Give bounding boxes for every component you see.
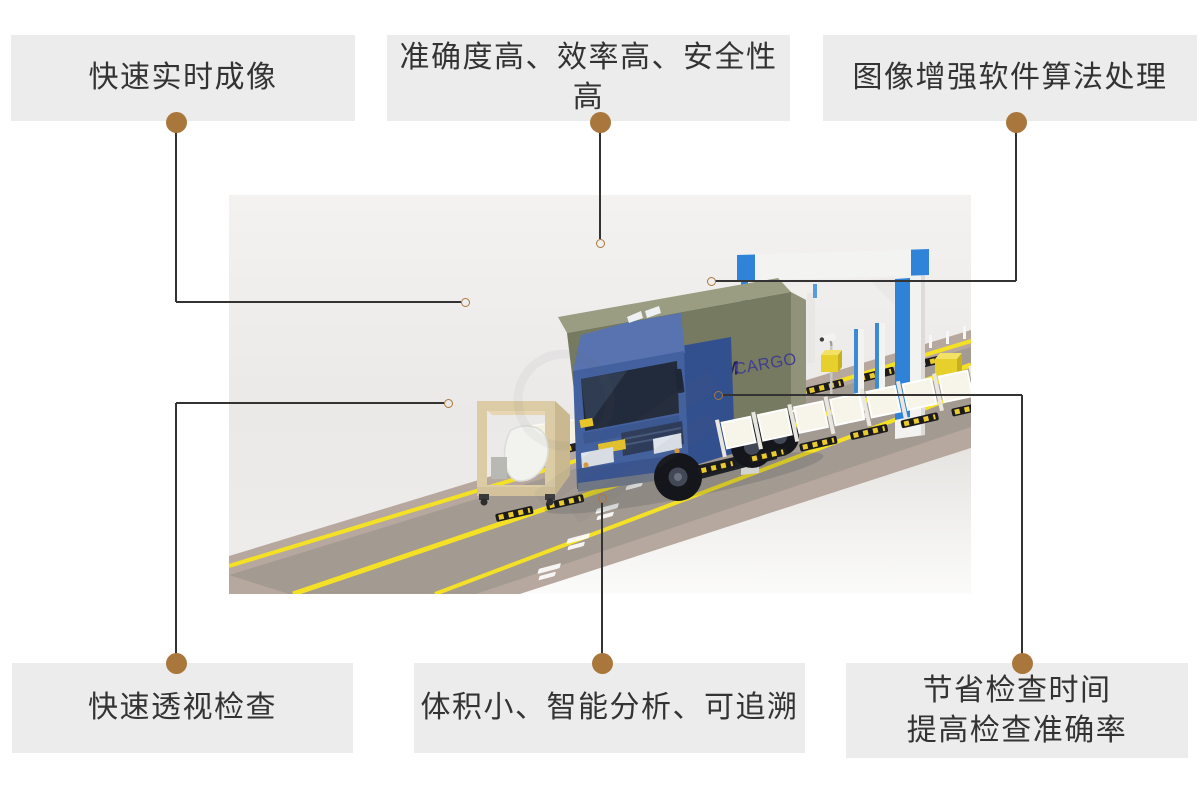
connector-ring	[706, 276, 716, 286]
feature-label-top-middle: 准确度高、效率高、安全性高	[387, 35, 790, 121]
connector-dot	[589, 111, 611, 133]
connector-ring	[595, 238, 605, 248]
connector-dot	[165, 111, 187, 133]
connector-line	[601, 502, 603, 663]
barrier-row-near	[495, 400, 971, 522]
safety-fence-near	[714, 365, 971, 458]
delineator-posts	[929, 326, 966, 348]
mirror	[674, 368, 685, 394]
connector-dot	[591, 652, 613, 674]
connector-ring	[713, 390, 723, 400]
connector-line	[1021, 395, 1023, 663]
feature-label-top-left: 快速实时成像	[11, 35, 355, 121]
connector-line	[1015, 122, 1017, 281]
headlight	[581, 447, 614, 468]
feature-label-top-right: 图像增强软件算法处理	[823, 35, 1197, 121]
connector-ring	[460, 297, 470, 307]
air-horn	[645, 306, 661, 318]
feature-label-text: 提高检查准确率	[906, 713, 1128, 747]
connector-line	[722, 394, 1022, 396]
connector-ring	[443, 398, 453, 408]
watermark	[513, 349, 718, 523]
connector-dot	[165, 652, 187, 674]
feature-label-text: 准确度高、效率高、安全性高	[399, 41, 778, 114]
connector-line	[176, 402, 444, 404]
connector-line	[715, 280, 1016, 282]
connector-line	[175, 122, 177, 302]
feature-label-bottom-middle: 体积小、智能分析、可追溯	[414, 663, 805, 753]
connector-dot	[1005, 111, 1027, 133]
feature-label-text: 快速透视检查	[88, 691, 277, 724]
feature-label-text: 节省检查时间	[922, 673, 1112, 707]
feature-label-bottom-left: 快速透视检查	[12, 663, 353, 753]
connector-line	[175, 403, 177, 663]
inspection-frame	[477, 401, 570, 506]
connector-ring	[597, 493, 607, 503]
feature-label-text: 体积小、智能分析、可追溯	[420, 691, 799, 724]
connector-line	[599, 122, 601, 239]
headlight	[653, 433, 682, 454]
connector-dot	[1011, 652, 1033, 674]
scene-photo: KLM CARGO	[229, 195, 971, 594]
equipment-cabinet-far	[821, 350, 842, 372]
feature-label-text: 图像增强软件算法处理	[852, 61, 1168, 94]
connector-line	[176, 301, 461, 303]
air-horn	[627, 311, 643, 323]
feature-label-bottom-right: 节省检查时间 提高检查准确率	[846, 663, 1188, 758]
feature-label-text: 快速实时成像	[88, 61, 278, 94]
